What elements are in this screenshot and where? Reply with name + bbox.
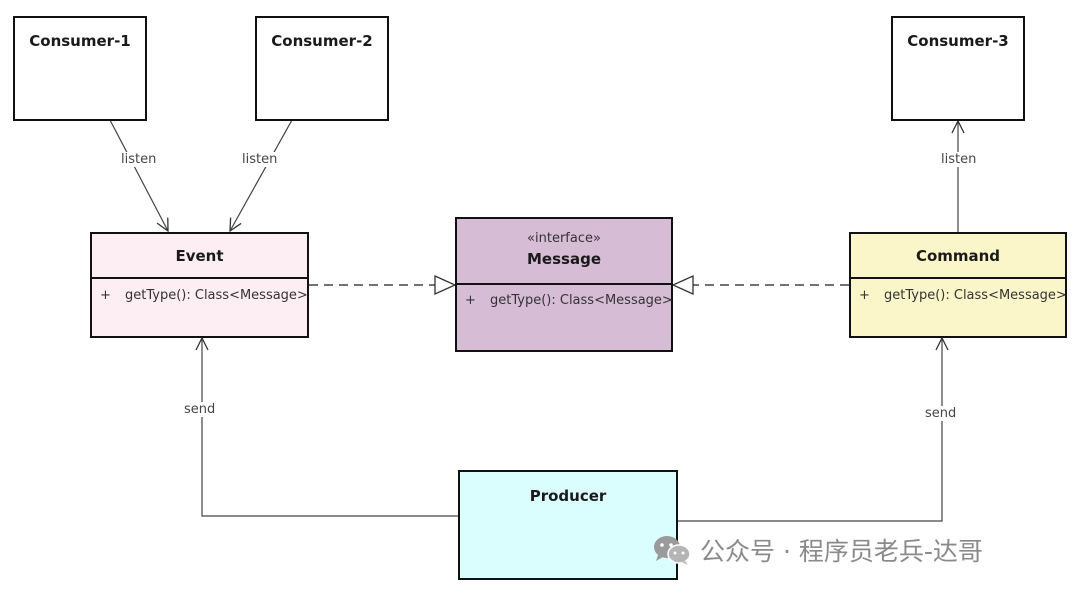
message-member: + getType(): Class<Message> (465, 293, 673, 308)
send-label-event: send (183, 402, 217, 417)
command-class[interactable]: Command + getType(): Class<Message> (849, 232, 1067, 338)
consumer-2-name: Consumer-2 (271, 32, 373, 50)
command-class-name: Command (915, 247, 1001, 265)
message-interface[interactable]: «interface» Message + getType(): Class<Me… (455, 217, 673, 352)
consumer-1-box[interactable]: Consumer-1 (13, 16, 147, 121)
event-class-header: Event (92, 234, 307, 279)
consumer-3-box[interactable]: Consumer-3 (891, 16, 1025, 121)
command-member-signature: getType(): Class<Message> (884, 288, 1067, 303)
event-class-name: Event (175, 247, 224, 265)
listen-edge-1 (109, 119, 168, 231)
listen-edge-2 (230, 119, 293, 231)
producer-class[interactable]: Producer (458, 470, 678, 580)
producer-class-name: Producer (529, 487, 607, 505)
event-member-signature: getType(): Class<Message> (125, 288, 308, 303)
command-class-header: Command (851, 234, 1065, 279)
command-member: + getType(): Class<Message> (859, 288, 1067, 303)
watermark: 公众号 · 程序员老兵-达哥 (652, 532, 983, 568)
listen-label-1: listen (120, 152, 158, 167)
send-edge-command (678, 338, 942, 522)
command-member-visibility: + (859, 288, 870, 303)
event-member-visibility: + (100, 288, 111, 303)
message-interface-name: Message (527, 250, 601, 268)
message-stereotype: «interface» (527, 231, 601, 246)
wechat-icon (654, 536, 691, 565)
consumer-1-name: Consumer-1 (29, 32, 131, 50)
event-member: + getType(): Class<Message> (100, 288, 308, 303)
message-interface-header: «interface» Message (457, 219, 671, 285)
send-label-command: send (924, 406, 958, 421)
watermark-text: 公众号 · 程序员老兵-达哥 (700, 537, 983, 566)
message-member-visibility: + (465, 293, 476, 308)
send-edge-event (202, 338, 458, 517)
consumer-2-box[interactable]: Consumer-2 (255, 16, 389, 121)
listen-label-2: listen (241, 152, 279, 167)
message-member-signature: getType(): Class<Message> (490, 293, 673, 308)
listen-label-3: listen (940, 152, 978, 167)
consumer-3-name: Consumer-3 (907, 32, 1009, 50)
event-class[interactable]: Event + getType(): Class<Message> (90, 232, 309, 338)
